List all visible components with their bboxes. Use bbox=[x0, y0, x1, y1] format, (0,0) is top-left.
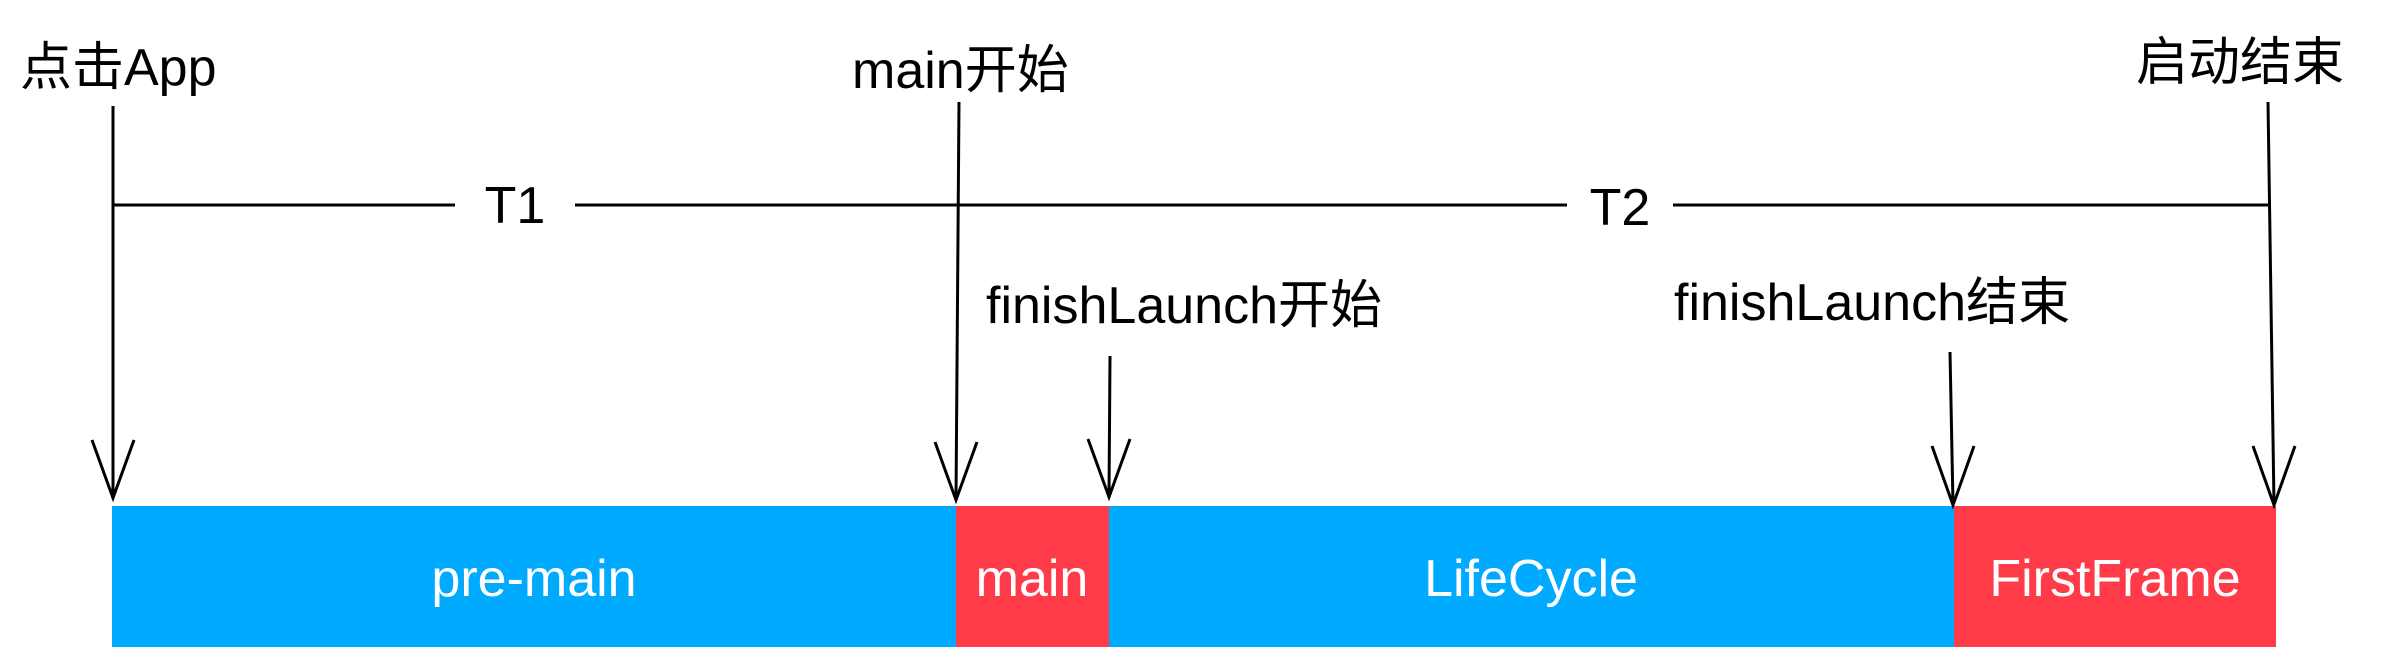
label-finish-launch-start: finishLaunch开始 bbox=[986, 277, 1382, 335]
arrow-finish-launch-start-head bbox=[1086, 438, 1132, 502]
label-click-app: 点击App bbox=[20, 39, 217, 97]
event-labels: 点击App main开始 启动结束 finishLaunch开始 finishL… bbox=[20, 34, 2344, 335]
arrow-finish-launch-end-shaft bbox=[1948, 351, 1955, 506]
arrow-main-start-head bbox=[933, 441, 979, 505]
segment-lifecycle-label: LifeCycle bbox=[1424, 550, 1638, 608]
segment-main-label: main bbox=[976, 550, 1089, 608]
arrow-launch-end-head bbox=[2251, 445, 2297, 510]
arrow-click-app-head bbox=[90, 439, 136, 503]
arrow-main-start-shaft bbox=[954, 101, 961, 501]
segment-main bbox=[956, 506, 1109, 647]
segment-firstframe bbox=[1954, 506, 2276, 647]
label-launch-end: 启动结束 bbox=[2136, 34, 2344, 92]
segment-firstframe-label: FirstFrame bbox=[1989, 550, 2240, 608]
interval-t2-label: T2 bbox=[1590, 179, 1651, 237]
segment-pre-main-label: pre-main bbox=[431, 550, 636, 608]
label-main-start: main开始 bbox=[852, 42, 1069, 100]
interval-line: T1 T2 bbox=[113, 177, 2268, 237]
arrow-launch-end-shaft bbox=[2266, 101, 2276, 506]
segment-lifecycle bbox=[1109, 506, 1954, 647]
event-arrows bbox=[90, 101, 2297, 510]
interval-t1-label: T1 bbox=[485, 177, 546, 235]
arrow-finish-launch-end-head bbox=[1930, 445, 1976, 510]
timeline-bar: pre-main main LifeCycle FirstFrame bbox=[112, 506, 2276, 647]
segment-pre-main bbox=[112, 506, 956, 647]
label-finish-launch-end: finishLaunch结束 bbox=[1674, 274, 2070, 332]
arrow-finish-launch-start-shaft bbox=[1107, 355, 1112, 498]
